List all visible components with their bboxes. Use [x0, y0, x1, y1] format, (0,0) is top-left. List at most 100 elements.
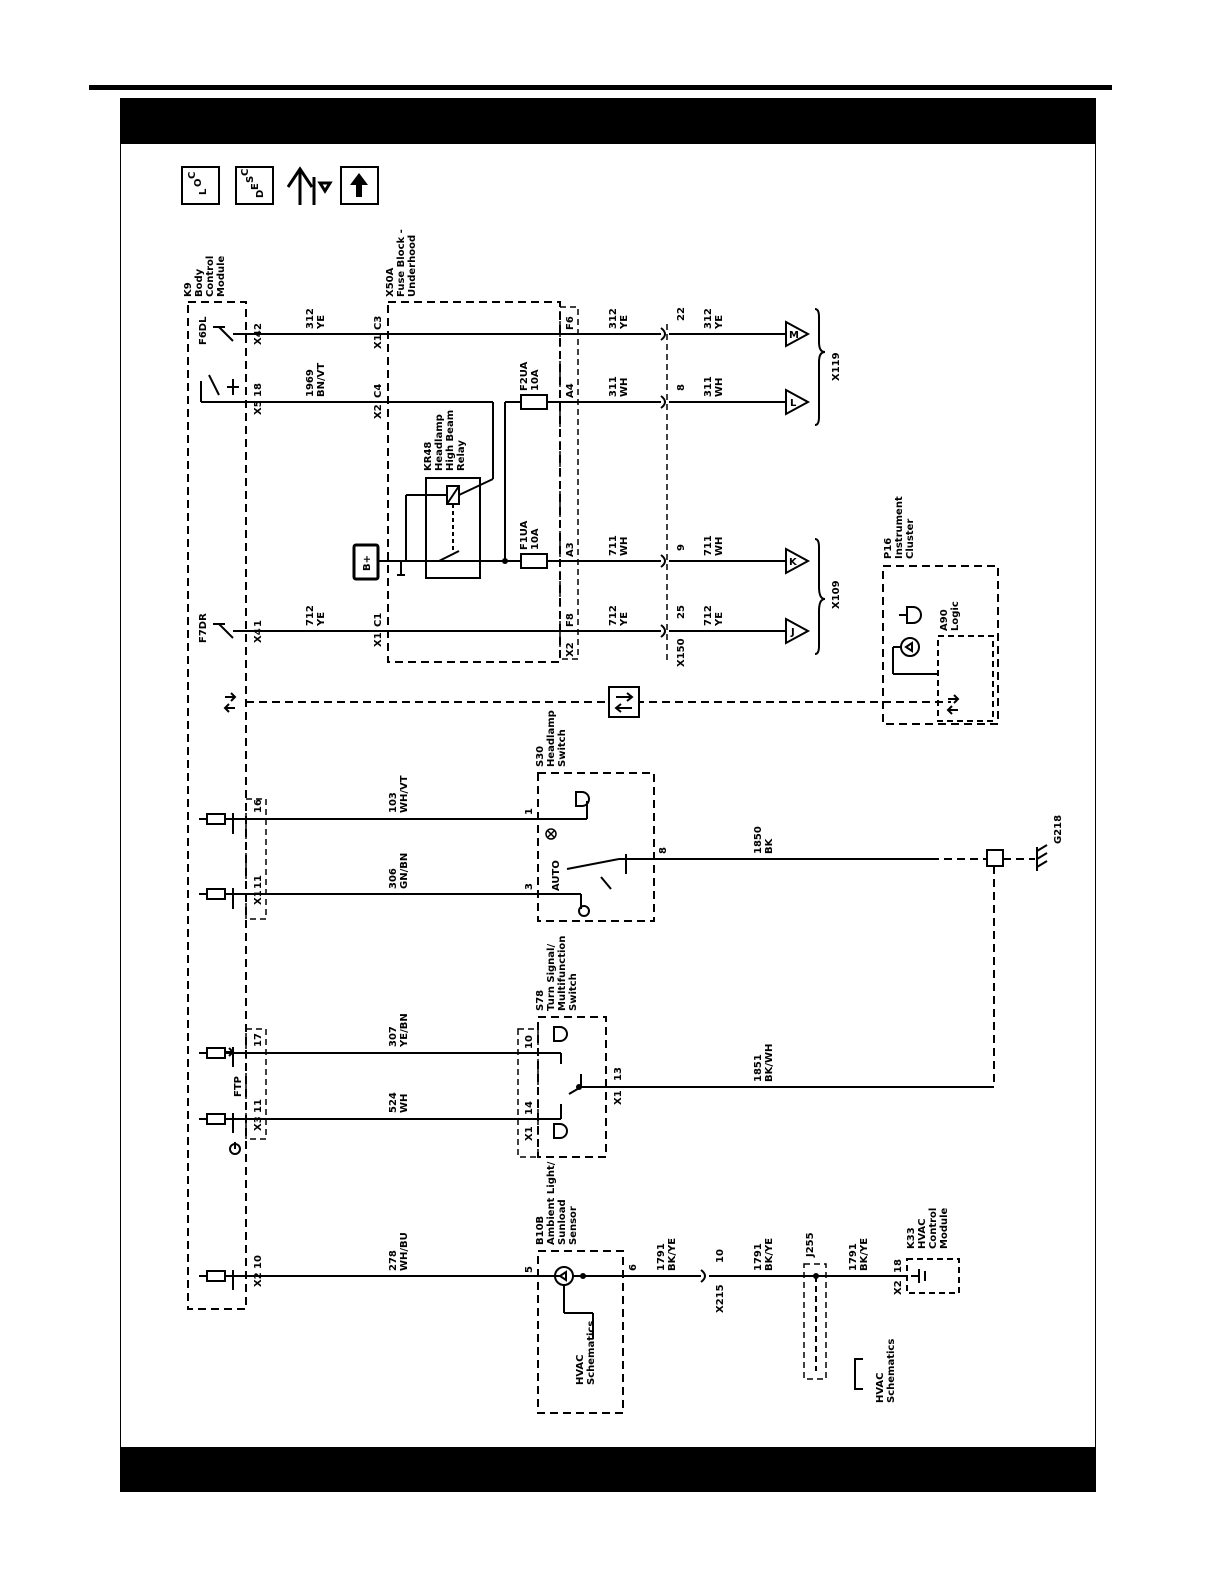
svg-text:8: 8 [658, 847, 669, 854]
svg-text:WH: WH [619, 378, 630, 397]
svg-text:F2UA: F2UA [519, 361, 530, 391]
diagram-frame: L O C D E S C K9 Body Control [120, 98, 1096, 1492]
svg-text:Switch: Switch [557, 729, 568, 767]
p16-instrument-cluster-box [882, 565, 999, 725]
s30-switch-contacts [566, 801, 661, 917]
top-rule [89, 85, 1112, 90]
svg-text:312: 312 [703, 308, 714, 329]
output-f7dr-symbol [213, 623, 234, 639]
description-icon[interactable]: D E S C [235, 166, 274, 205]
svg-text:BN/VT: BN/VT [316, 363, 327, 397]
svg-text:Ambient Light/: Ambient Light/ [546, 1161, 557, 1245]
s78-flash-to-pass-icon [553, 1123, 568, 1139]
battery-positive-box [352, 543, 380, 581]
svg-text:D: D [255, 190, 266, 198]
svg-text:F6: F6 [565, 316, 576, 330]
svg-text:18: 18 [893, 1259, 904, 1273]
svg-text:BK: BK [764, 837, 775, 854]
up-arrow-icon[interactable] [340, 166, 379, 205]
svg-text:B10B: B10B [535, 1216, 546, 1245]
svg-text:9: 9 [676, 544, 687, 551]
svg-text:YE: YE [619, 315, 630, 330]
svg-text:S78: S78 [535, 990, 546, 1011]
ground-g218-symbol [1036, 844, 1048, 871]
svg-text:10: 10 [715, 1249, 726, 1263]
svg-text:YE: YE [714, 315, 725, 330]
svg-text:X2: X2 [565, 642, 576, 657]
svg-text:X1: X1 [524, 1126, 535, 1141]
svg-text:C: C [240, 169, 251, 176]
svg-text:X1: X1 [373, 334, 384, 349]
bcm-input-307 [199, 1047, 234, 1067]
svg-text:X1: X1 [373, 632, 384, 647]
svg-text:5: 5 [524, 1266, 535, 1273]
svg-text:3: 3 [524, 883, 535, 890]
svg-text:A3: A3 [565, 542, 576, 557]
svg-text:711: 711 [703, 535, 714, 556]
wire-311 [504, 395, 786, 561]
svg-text:1791: 1791 [848, 1243, 859, 1271]
svg-text:YE: YE [316, 315, 327, 330]
svg-text:WH/VT: WH/VT [399, 775, 410, 813]
svg-text:FTP: FTP [233, 1076, 244, 1097]
a90-logic-box [937, 635, 994, 722]
svg-text:K: K [789, 557, 798, 568]
ftp-icon [225, 1047, 235, 1057]
svg-text:Body: Body [194, 268, 205, 297]
location-icon[interactable]: L O C [181, 166, 220, 205]
svg-text:1: 1 [253, 620, 264, 627]
svg-text:Instrument: Instrument [894, 496, 905, 559]
svg-text:X2: X2 [893, 1280, 904, 1295]
svg-text:L: L [790, 398, 797, 409]
svg-text:A90: A90 [939, 609, 950, 631]
svg-text:1850: 1850 [753, 826, 764, 854]
svg-text:11: 11 [253, 875, 264, 889]
svg-text:WH: WH [399, 1094, 410, 1113]
svg-text:306: 306 [388, 868, 399, 889]
svg-text:J: J [790, 627, 795, 638]
wire-1969 [200, 381, 494, 479]
svg-text:1969: 1969 [305, 369, 316, 397]
b10b-sensor-box [537, 1250, 624, 1414]
wire-312 [233, 327, 786, 341]
k33-hvac-module-box [906, 1258, 960, 1294]
s30-headlamp-icon [575, 791, 590, 807]
svg-text:711: 711 [608, 535, 619, 556]
svg-text:BK/YE: BK/YE [859, 1238, 870, 1271]
svg-text:S30: S30 [535, 746, 546, 767]
svg-text:Underhood: Underhood [407, 235, 418, 297]
bcm-serial-data-icon [223, 692, 237, 713]
svg-text:X2: X2 [373, 404, 384, 419]
svg-text:K33: K33 [906, 1227, 917, 1249]
svg-text:Schematics: Schematics [886, 1339, 897, 1403]
bcm-input-524 [199, 1113, 234, 1133]
svg-text:WH: WH [619, 537, 630, 556]
svg-text:S: S [245, 176, 256, 183]
svg-text:P16: P16 [883, 538, 894, 559]
svg-text:103: 103 [388, 792, 399, 813]
svg-text:G218: G218 [1053, 815, 1064, 844]
svg-text:Headlamp: Headlamp [434, 414, 445, 471]
svg-text:Turn Signal/: Turn Signal/ [546, 944, 557, 1011]
svg-text:YE/BN: YE/BN [399, 1013, 410, 1048]
svg-text:10: 10 [524, 1035, 535, 1049]
inline-ground-splice [986, 849, 1004, 867]
k9-label: K9 Body Control Module [183, 255, 227, 297]
relay-ground-symbol [397, 561, 405, 576]
svg-text:524: 524 [388, 1092, 399, 1113]
svg-text:C: C [187, 172, 198, 179]
svg-text:A4: A4 [565, 383, 576, 398]
connector-tool-icon[interactable] [286, 166, 333, 205]
svg-text:14: 14 [524, 1101, 535, 1115]
svg-text:GN/BN: GN/BN [399, 853, 410, 889]
svg-text:WH: WH [714, 537, 725, 556]
j255-splice-box [803, 1263, 827, 1380]
svg-text:E: E [250, 183, 261, 190]
svg-text:HVAC: HVAC [575, 1354, 586, 1385]
svg-text:312: 312 [305, 308, 316, 329]
fuse-f2ua [520, 394, 548, 410]
svg-text:X50A: X50A [385, 267, 396, 297]
fuse-f1ua [520, 553, 548, 569]
svg-text:13: 13 [613, 1067, 624, 1081]
svg-text:1791: 1791 [753, 1243, 764, 1271]
